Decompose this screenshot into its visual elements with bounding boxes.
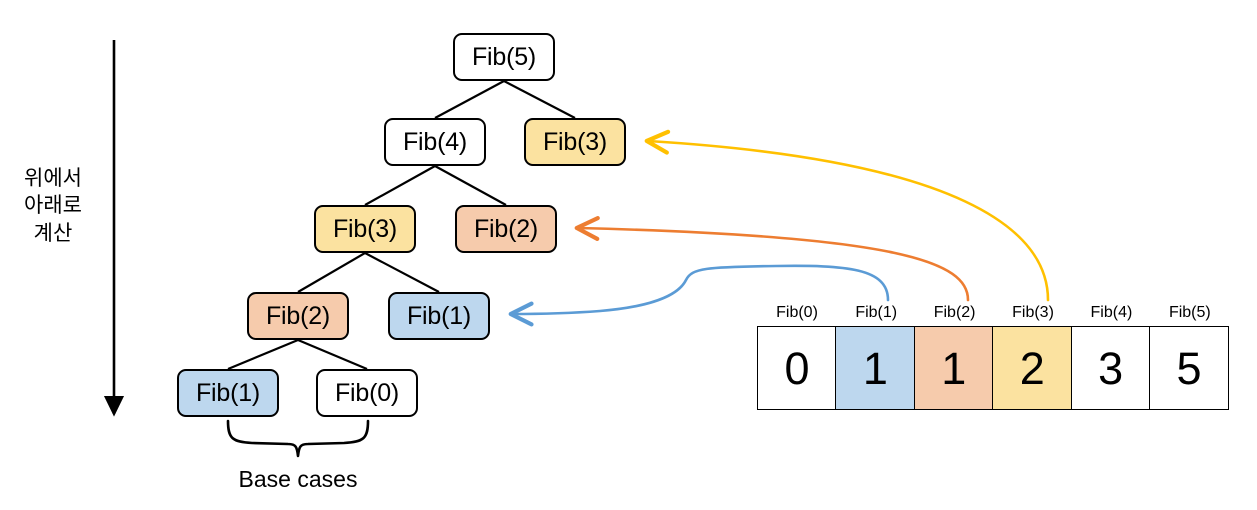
memo-header: Fib(4) — [1090, 304, 1133, 321]
tree-node-fib1-base[interactable]: Fib(1) — [177, 369, 279, 417]
edge-fib4-fib2 — [434, 165, 507, 206]
memo-cell[interactable]: 3 — [1070, 326, 1151, 410]
memo-cell[interactable]: 2 — [992, 326, 1073, 410]
arrow-fib2 — [574, 216, 970, 302]
edge-fib2-fib1 — [227, 338, 299, 371]
tree-node-fib4[interactable]: Fib(4) — [384, 118, 486, 166]
memo-array-table: Fib(0) 0 Fib(1) 1 Fib(2) 1 Fib(3) 2 Fib(… — [757, 300, 1230, 410]
memo-column-3: Fib(3) 2 — [992, 300, 1073, 410]
tree-edges — [227, 80, 576, 371]
tree-node-fib5[interactable]: Fib(5) — [453, 33, 555, 81]
tree-node-label: Fib(1) — [195, 378, 261, 407]
tree-node-label: Fib(4) — [402, 127, 468, 156]
memo-header: Fib(0) — [776, 304, 818, 321]
tree-node-label: Fib(3) — [332, 214, 398, 243]
edge-fib3-fib1 — [364, 252, 440, 293]
tree-node-label: Fib(1) — [406, 301, 472, 330]
arrow-fib3 — [644, 129, 1050, 302]
tree-node-label: Fib(2) — [473, 214, 539, 243]
edge-fib2-fib0 — [297, 338, 368, 371]
edge-fib5-fib3 — [503, 80, 576, 119]
tree-node-fib2-left[interactable]: Fib(2) — [247, 292, 349, 340]
tree-node-fib0-base[interactable]: Fib(0) — [316, 369, 418, 417]
memo-column-0: Fib(0) 0 — [757, 300, 837, 410]
tree-node-label: Fib(2) — [265, 301, 331, 330]
memo-cell[interactable]: 0 — [757, 326, 837, 410]
tree-node-fib3-left[interactable]: Fib(3) — [314, 205, 416, 253]
memo-cell[interactable]: 1 — [913, 326, 994, 410]
tree-node-label: Fib(3) — [542, 127, 608, 156]
direction-label: 위에서 아래로 계산 — [24, 167, 82, 245]
tree-node-label: Fib(0) — [334, 378, 400, 407]
tree-node-label: Fib(5) — [471, 42, 537, 71]
tree-node-fib1-right[interactable]: Fib(1) — [388, 292, 490, 340]
memo-column-2: Fib(2) 1 — [913, 300, 994, 410]
tree-node-fib3-right[interactable]: Fib(3) — [524, 118, 626, 166]
memo-header: Fib(2) — [933, 304, 976, 321]
memo-header: Fib(3) — [1012, 304, 1054, 321]
memo-cell[interactable]: 5 — [1149, 326, 1230, 410]
memo-column-1: Fib(1) 1 — [835, 300, 916, 410]
memo-column-4: Fib(4) 3 — [1070, 300, 1151, 410]
base-cases-label: Base cases — [238, 466, 358, 492]
tree-node-fib2-right[interactable]: Fib(2) — [455, 205, 557, 253]
edge-fib5-fib4 — [434, 80, 505, 119]
memo-header: Fib(1) — [855, 304, 898, 321]
edge-fib3-fib2 — [297, 252, 366, 293]
memo-header: Fib(5) — [1168, 304, 1211, 321]
edge-fib4-fib3 — [364, 165, 436, 206]
memo-cell[interactable]: 1 — [835, 326, 916, 410]
base-cases-brace — [226, 419, 370, 458]
arrow-fib1 — [508, 264, 890, 327]
memo-column-5: Fib(5) 5 — [1149, 300, 1230, 410]
